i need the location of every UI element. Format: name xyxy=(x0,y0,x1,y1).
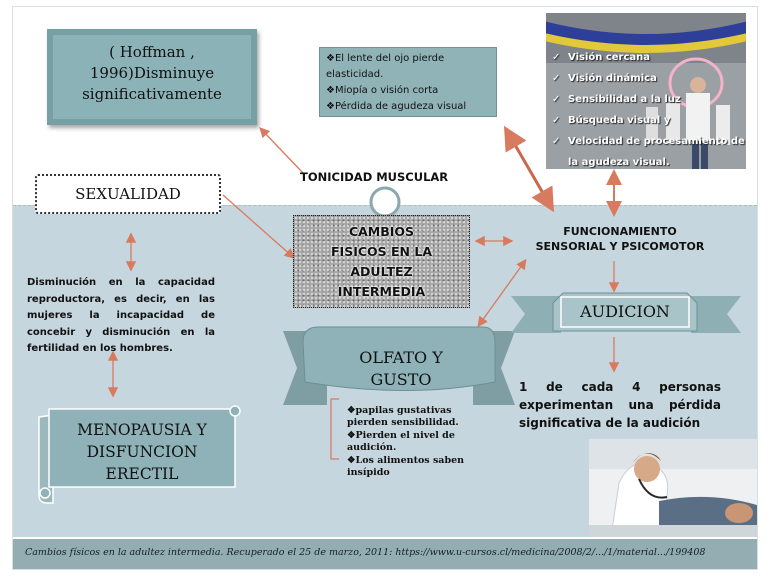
checklist-item: ✓Visión cercana xyxy=(552,47,745,68)
checklist-item: ✓Velocidad de procesamiento de xyxy=(552,131,745,152)
olfato-ribbon-shape xyxy=(283,326,515,405)
doctor-scene xyxy=(589,439,757,537)
menopausia-line: DISFUNCION xyxy=(86,443,198,461)
audicion-stat-text: 1 de cada 4 personas experimentan una pé… xyxy=(519,380,721,430)
funcionamiento-line: FUNCIONAMIENTO xyxy=(563,225,677,238)
olfato-line: OLFATO Y xyxy=(359,348,443,367)
checklist-item: la agudeza visual. xyxy=(568,157,670,168)
check-icon: ✓ xyxy=(552,73,561,84)
hoffman-box: ( Hoffman , 1996)Disminuye significativa… xyxy=(47,29,257,125)
checklist-item: ✓Sensibilidad a la luz xyxy=(552,89,745,110)
vision-change-item: ❖El lente del ojo pierde xyxy=(326,53,445,64)
menopausia-label: MENOPAUSIA Y DISFUNCION ERECTIL xyxy=(49,419,235,485)
footer-citation: Cambios físicos en la adultez intermedia… xyxy=(25,547,706,558)
menopausia-scroll-shape xyxy=(38,405,241,504)
central-topic-box: CAMBIOS FISICOS EN LA ADULTEZ INTERMEDIA xyxy=(293,215,470,308)
olfato-label: OLFATO Y GUSTO xyxy=(313,347,489,391)
hoffman-line: ( Hoffman , xyxy=(109,43,195,61)
olfato-line: GUSTO xyxy=(370,370,432,389)
check-icon: ✓ xyxy=(552,136,561,147)
taste-changes-list: ❖papilas gustativas pierden sensibilidad… xyxy=(347,405,487,480)
check-icon: ✓ xyxy=(552,94,561,105)
exercise-scene xyxy=(546,13,746,169)
checklist-item: ✓Visión dinámica xyxy=(552,68,745,89)
disminucion-text: Disminución en la capacidad reproductora… xyxy=(27,277,215,354)
taste-change-item: ❖papilas gustativas pierden sensibilidad… xyxy=(347,405,459,428)
connector-arrows xyxy=(38,125,741,504)
funcionamiento-line: SENSORIAL Y PSICOMOTOR xyxy=(535,240,705,253)
central-topic-line: FISICOS EN LA xyxy=(331,244,432,259)
checklist-item: ✓Búsqueda visual y xyxy=(552,110,745,131)
central-topic-line: CAMBIOS xyxy=(348,224,415,239)
audicion-ribbon-shape xyxy=(511,292,741,333)
exercise-photo: ✓Visión cercana ✓Visión dinámica ✓Sensib… xyxy=(546,13,746,169)
footer-bar: Cambios físicos en la adultez intermedia… xyxy=(13,539,757,569)
vision-change-item: ❖Pérdida de agudeza visual xyxy=(326,101,467,112)
central-topic-line: ADULTEZ xyxy=(350,264,413,279)
sexualidad-box: SEXUALIDAD xyxy=(35,174,221,214)
menopausia-line: MENOPAUSIA Y xyxy=(77,421,207,439)
funcionamiento-label: FUNCIONAMIENTO SENSORIAL Y PSICOMOTOR xyxy=(517,224,723,254)
vision-changes-box: ❖El lente del ojo pierde elasticidad. ❖M… xyxy=(319,47,497,117)
slide: ( Hoffman , 1996)Disminuye significativa… xyxy=(12,6,758,570)
tonicidad-label: TONICIDAD MUSCULAR xyxy=(300,170,449,184)
vision-change-item: elasticidad. xyxy=(326,69,384,80)
taste-change-item: ❖Pierden el nivel de audición. xyxy=(347,430,455,453)
central-topic-line: INTERMEDIA xyxy=(337,284,426,299)
check-icon: ✓ xyxy=(552,115,561,126)
hoffman-line: 1996)Disminuye xyxy=(89,64,215,82)
vision-checklist: ✓Visión cercana ✓Visión dinámica ✓Sensib… xyxy=(552,47,745,169)
vision-change-item: ❖Miopía o visión corta xyxy=(326,85,439,96)
audicion-label: AUDICION xyxy=(580,302,670,321)
check-icon: ✓ xyxy=(552,52,561,63)
taste-change-item: ❖Los alimentos saben insípido xyxy=(347,455,465,478)
doctor-photo xyxy=(589,439,757,537)
hoffman-line: significativamente xyxy=(82,85,222,103)
menopausia-line: ERECTIL xyxy=(105,465,179,483)
